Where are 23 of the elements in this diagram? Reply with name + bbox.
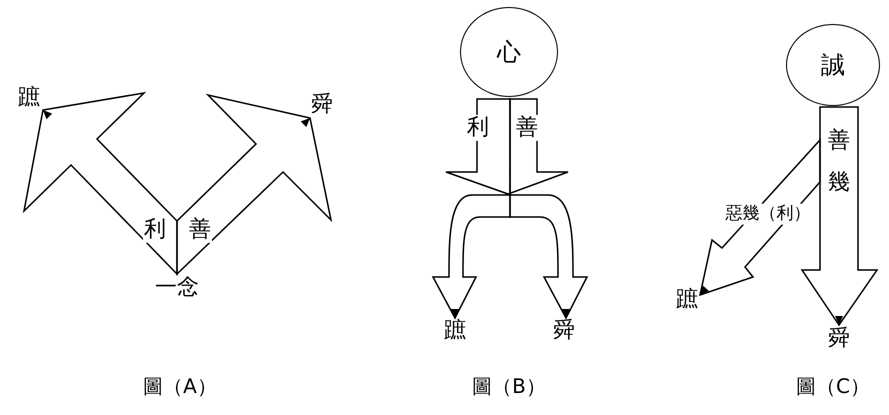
figure-caption: 圖（C） [796,375,870,397]
block-arrow [22,92,178,276]
block-arrow [507,98,588,319]
circle-node: 誠 [786,24,880,106]
character-label: 蹠 [676,288,698,312]
figure-caption: 圖（B） [472,375,546,397]
block-arrow [432,98,511,319]
character-label: 蹠 [444,318,466,344]
character-label: 舜 [311,92,333,118]
edge-label: 利 [466,114,490,142]
edge-label: 善幾 [827,127,851,197]
character-label: 舜 [553,318,575,344]
edge-label: 善 [515,114,539,142]
edge-label: 善 [188,216,212,244]
character-label: 舜 [828,326,850,352]
block-arrow [176,94,332,276]
circle-node: 心 [460,7,558,97]
character-label: 蹠 [18,86,40,110]
figure-caption: 圖（A） [143,375,217,397]
character-label: 一念 [155,276,199,300]
edge-label: 利 [143,216,167,244]
block-arrow [698,138,821,296]
block-arrow [800,106,878,326]
